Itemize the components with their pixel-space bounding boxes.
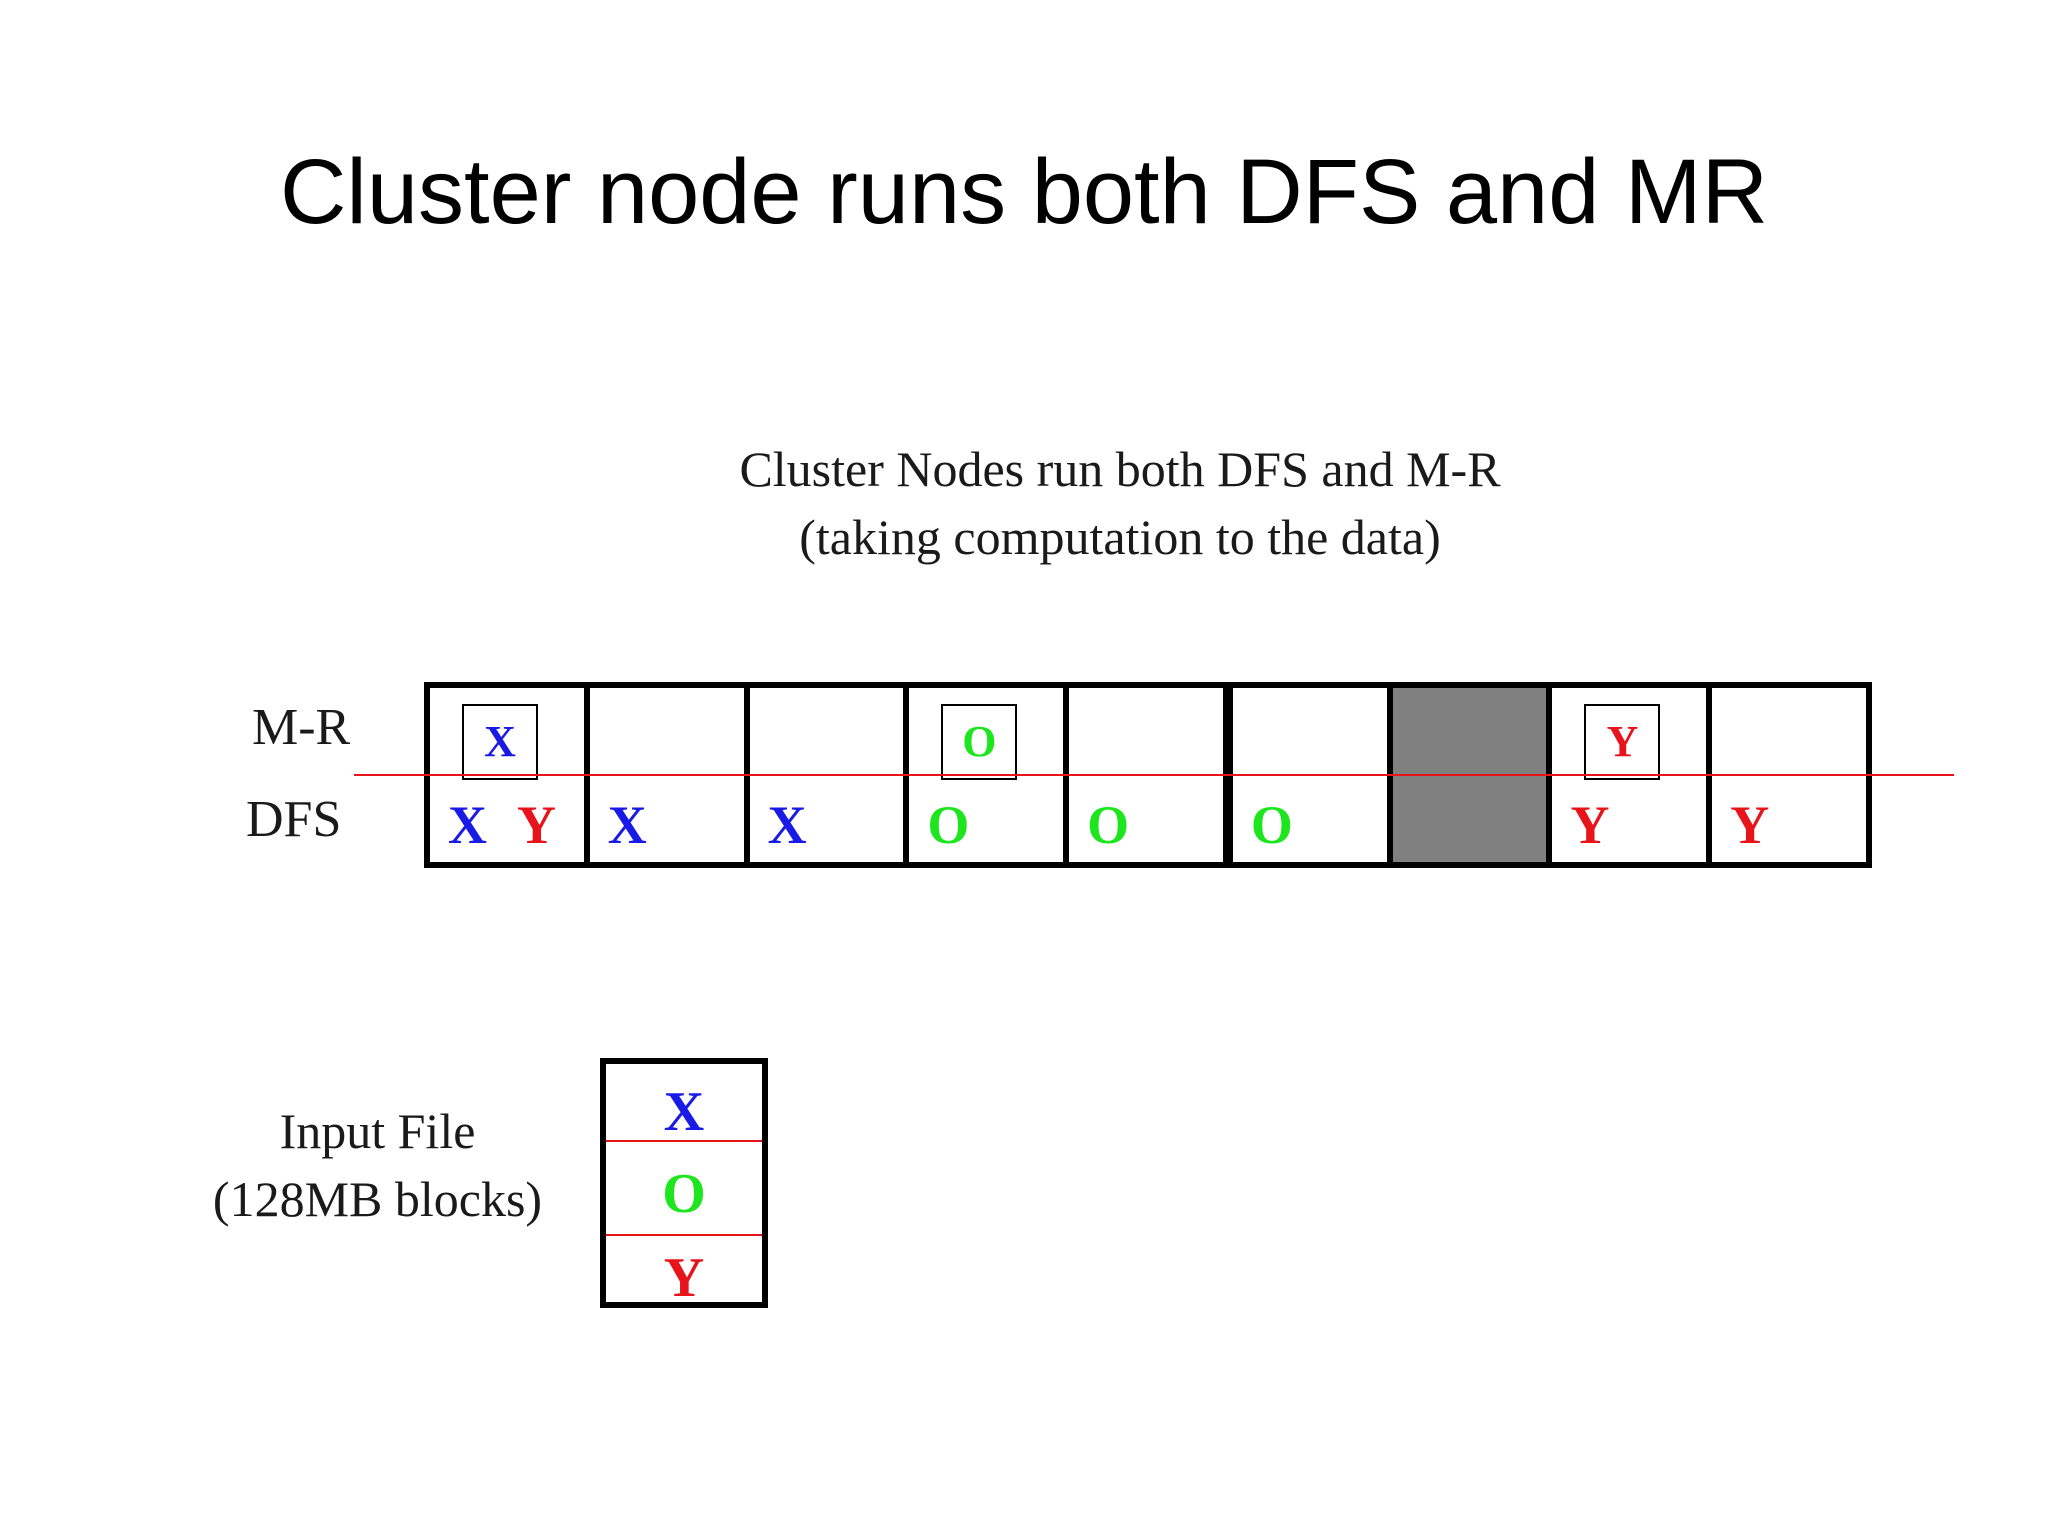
mr-task-box: Y <box>1584 704 1661 780</box>
dfs-block: O <box>927 795 970 855</box>
dfs-block-list: X <box>608 794 677 856</box>
dfs-block: X <box>767 795 807 855</box>
mr-task-box: X <box>462 704 538 780</box>
input-block-separator <box>606 1140 762 1142</box>
dfs-block: O <box>1087 795 1130 855</box>
mr-row-label: M-R <box>252 699 351 756</box>
input-file-block-size-label: (128MB blocks) <box>212 1171 543 1227</box>
input-block-o: O <box>662 1163 706 1225</box>
dfs-block: X <box>607 795 647 855</box>
diagram-subtitle: Cluster Nodes run both DFS and M-R <box>739 441 1501 497</box>
mr-dfs-divider-line <box>354 774 1954 776</box>
input-file-box: X O Y <box>600 1058 768 1309</box>
dfs-block-list: O <box>1087 794 1159 856</box>
dfs-block-list: X <box>768 794 837 856</box>
input-block-x: X <box>663 1081 705 1143</box>
input-block-y: Y <box>663 1247 705 1309</box>
dfs-block: X <box>448 795 487 855</box>
dfs-row-label: DFS <box>246 791 342 848</box>
dfs-block: O <box>1250 795 1293 855</box>
input-file-label: Input File <box>279 1103 476 1159</box>
dfs-block-list: Y <box>1570 794 1639 856</box>
slide-title: Cluster node runs both DFS and MR <box>279 141 1769 243</box>
diagram-subtitle-note: (taking computation to the data) <box>799 509 1441 565</box>
dfs-block: Y <box>517 795 556 855</box>
dfs-block: Y <box>1570 795 1610 855</box>
dfs-block: Y <box>1730 795 1770 855</box>
mr-task-box: O <box>941 704 1018 780</box>
input-block-separator <box>606 1234 762 1236</box>
dfs-block-list: O <box>927 794 999 856</box>
dfs-block-list: Y <box>1730 794 1799 856</box>
dfs-block-list: O <box>1251 794 1323 856</box>
